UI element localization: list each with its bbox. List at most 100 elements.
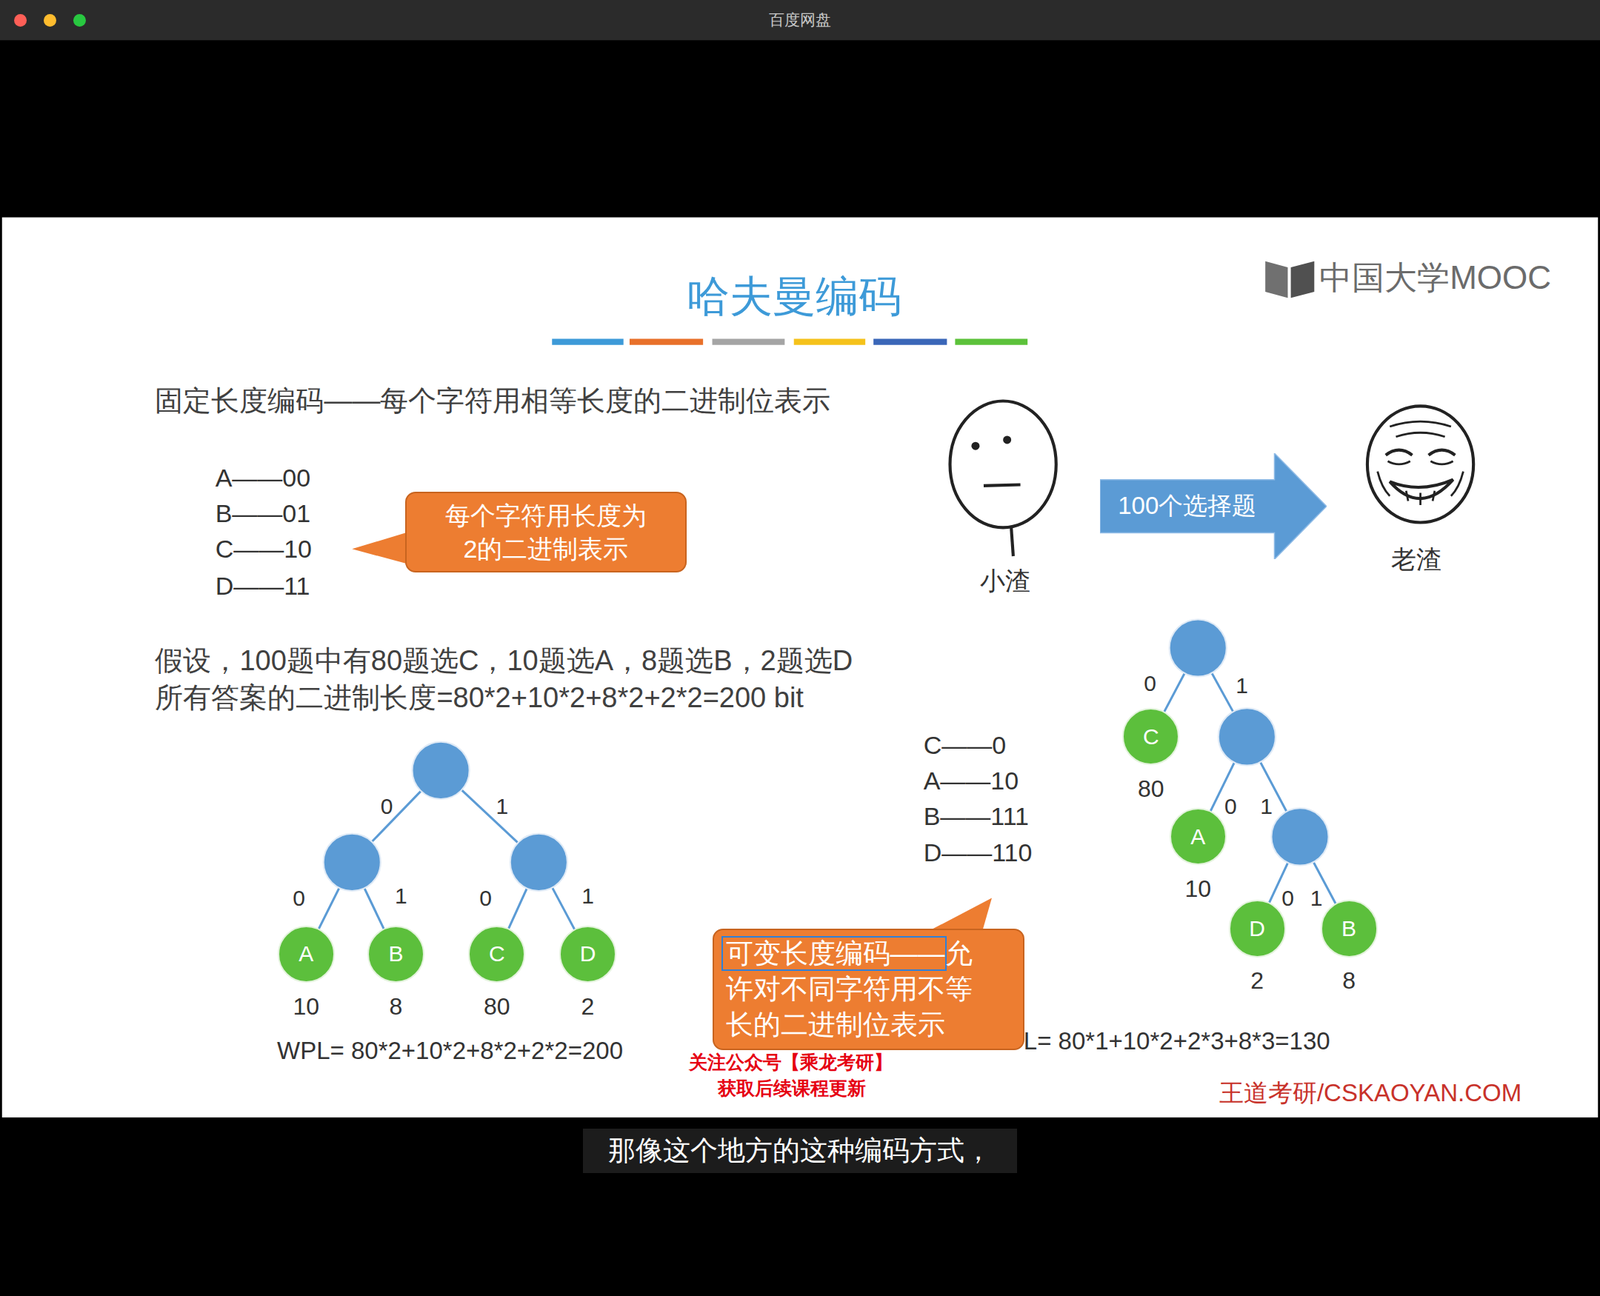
window-titlebar: 百度网盘 (0, 0, 1600, 41)
leaf-node: D2 (559, 925, 617, 983)
logo-text: 中国大学MOOC (1319, 257, 1552, 298)
color-bar-segment (712, 338, 786, 345)
face-eye (971, 442, 980, 451)
edge-bit: 1 (394, 882, 408, 910)
node-letter: D (1248, 917, 1266, 940)
internal-node (1218, 708, 1276, 766)
face-eye (1385, 450, 1413, 456)
face-eye (1002, 435, 1012, 444)
node-weight: 2 (581, 991, 595, 1020)
wpl-formula: WPL= 80*2+10*2+8*2+2*2=200 (277, 1036, 623, 1066)
watermark: 王道考研/CSKAOYAN.COM (1219, 1078, 1522, 1109)
window-button (73, 14, 86, 27)
code-row: D——11 (215, 571, 311, 602)
edge-bit: 1 (1260, 793, 1273, 820)
node-weight: 10 (292, 991, 320, 1020)
leaf-node: D2 (1228, 900, 1286, 958)
callout-text: 每个字符用长度为 2的二进制表示 (437, 499, 655, 565)
color-bar-segment (794, 338, 866, 345)
leaf-node: A10 (1169, 808, 1227, 866)
code-row: A——10 (923, 765, 1020, 797)
node-letter: B (388, 942, 403, 966)
node-letter: C (1142, 725, 1160, 749)
color-bar-segment (873, 338, 947, 345)
edge-bit: 0 (1281, 885, 1295, 912)
body-text: 假设，100题中有80题选C，10题选A，8题选B，2题选D (154, 644, 853, 679)
arrow-shape: 100个选择题 (1100, 453, 1327, 560)
code-row: B——111 (923, 801, 1029, 832)
arrow-body (1100, 453, 1327, 560)
internal-node (323, 834, 381, 892)
color-bar (551, 338, 1028, 345)
color-bar-segment (954, 338, 1028, 345)
window-button (43, 14, 57, 27)
callout-box: 可变长度编码——允 许对不同字符用不等 长的二进制位表示 (712, 928, 1026, 1051)
callout-box: 每个字符用长度为 2的二进制表示 (405, 491, 687, 572)
internal-node (1271, 808, 1329, 866)
leaf-node: B8 (1320, 900, 1378, 958)
subtitle-text: 那像这个地方的这种编码方式， (608, 1133, 992, 1169)
arrow-text: 100个选择题 (1100, 489, 1275, 523)
edge-bit: 0 (479, 885, 492, 912)
edge-bit: 1 (1310, 885, 1323, 912)
slide-background (2, 217, 1598, 1118)
callout-text: 可变长度编码——允 许对不同字符用不等 长的二进制位表示 (725, 936, 984, 1043)
body-text: 固定长度编码——每个字符用相等长度的二进制位表示 (154, 384, 831, 419)
leaf-node: A10 (277, 925, 335, 983)
logo-page (1265, 261, 1288, 299)
node-letter: A (298, 942, 314, 966)
face-neck (1011, 527, 1014, 557)
face-cheek (1377, 471, 1464, 497)
node-letter: B (1341, 917, 1357, 940)
edge-bit: 1 (495, 793, 509, 820)
edge-bit: 1 (581, 882, 595, 910)
figure-caption: 小渣 (980, 565, 1031, 597)
node-weight: 80 (1137, 774, 1165, 803)
face-wrinkle (1389, 421, 1452, 427)
watermark: 关注公众号【乘龙考研】 (688, 1051, 893, 1074)
color-bar-segment (551, 338, 623, 345)
face-mouth (983, 485, 1021, 486)
face-outline (950, 401, 1057, 529)
edge-bit: 0 (380, 793, 394, 820)
internal-node (412, 742, 470, 800)
slide-title: 哈夫曼编码 (686, 270, 902, 323)
node-letter: A (1190, 825, 1206, 849)
code-row: B——01 (215, 498, 312, 529)
node-weight: 8 (389, 991, 403, 1020)
edge-bit: 1 (1235, 672, 1249, 700)
edge-bit: 0 (1143, 670, 1157, 698)
face-teeth (1405, 491, 1435, 506)
leaf-node: C80 (1122, 708, 1180, 766)
node-weight: 8 (1342, 966, 1356, 995)
face-outline (1367, 405, 1474, 523)
figure-caption: 老渣 (1391, 544, 1442, 575)
code-row: C——10 (215, 534, 312, 565)
node-weight: 2 (1250, 966, 1264, 995)
node-letter: C (488, 942, 506, 966)
face-wrinkle (1395, 432, 1445, 438)
edge-bit: 0 (1224, 793, 1238, 820)
window-button (14, 14, 27, 27)
code-row: A——00 (215, 462, 312, 493)
face-xiaozha (950, 401, 1057, 557)
face-eyelid (1387, 461, 1410, 465)
leaf-node: B8 (367, 925, 425, 983)
logo-page (1291, 261, 1315, 299)
code-row: C——0 (923, 729, 1006, 760)
logo-icon (1265, 261, 1315, 299)
subtitle-box: 那像这个地方的这种编码方式， (582, 1128, 1018, 1174)
window-controls (0, 0, 104, 41)
node-weight: 80 (483, 991, 511, 1020)
edge-bit: 0 (292, 885, 306, 912)
leaf-node: C80 (468, 925, 526, 983)
watermark: 获取后续课程更新 (717, 1077, 866, 1100)
face-eyelid (1430, 461, 1453, 465)
internal-node (1169, 619, 1227, 677)
code-row: D——110 (923, 837, 1033, 868)
body-text: 所有答案的二进制长度=80*2+10*2+8*2+2*2=200 bit (154, 681, 804, 716)
callout-pointer (351, 531, 409, 565)
face-eye (1428, 450, 1456, 456)
color-bar-segment (629, 338, 703, 345)
